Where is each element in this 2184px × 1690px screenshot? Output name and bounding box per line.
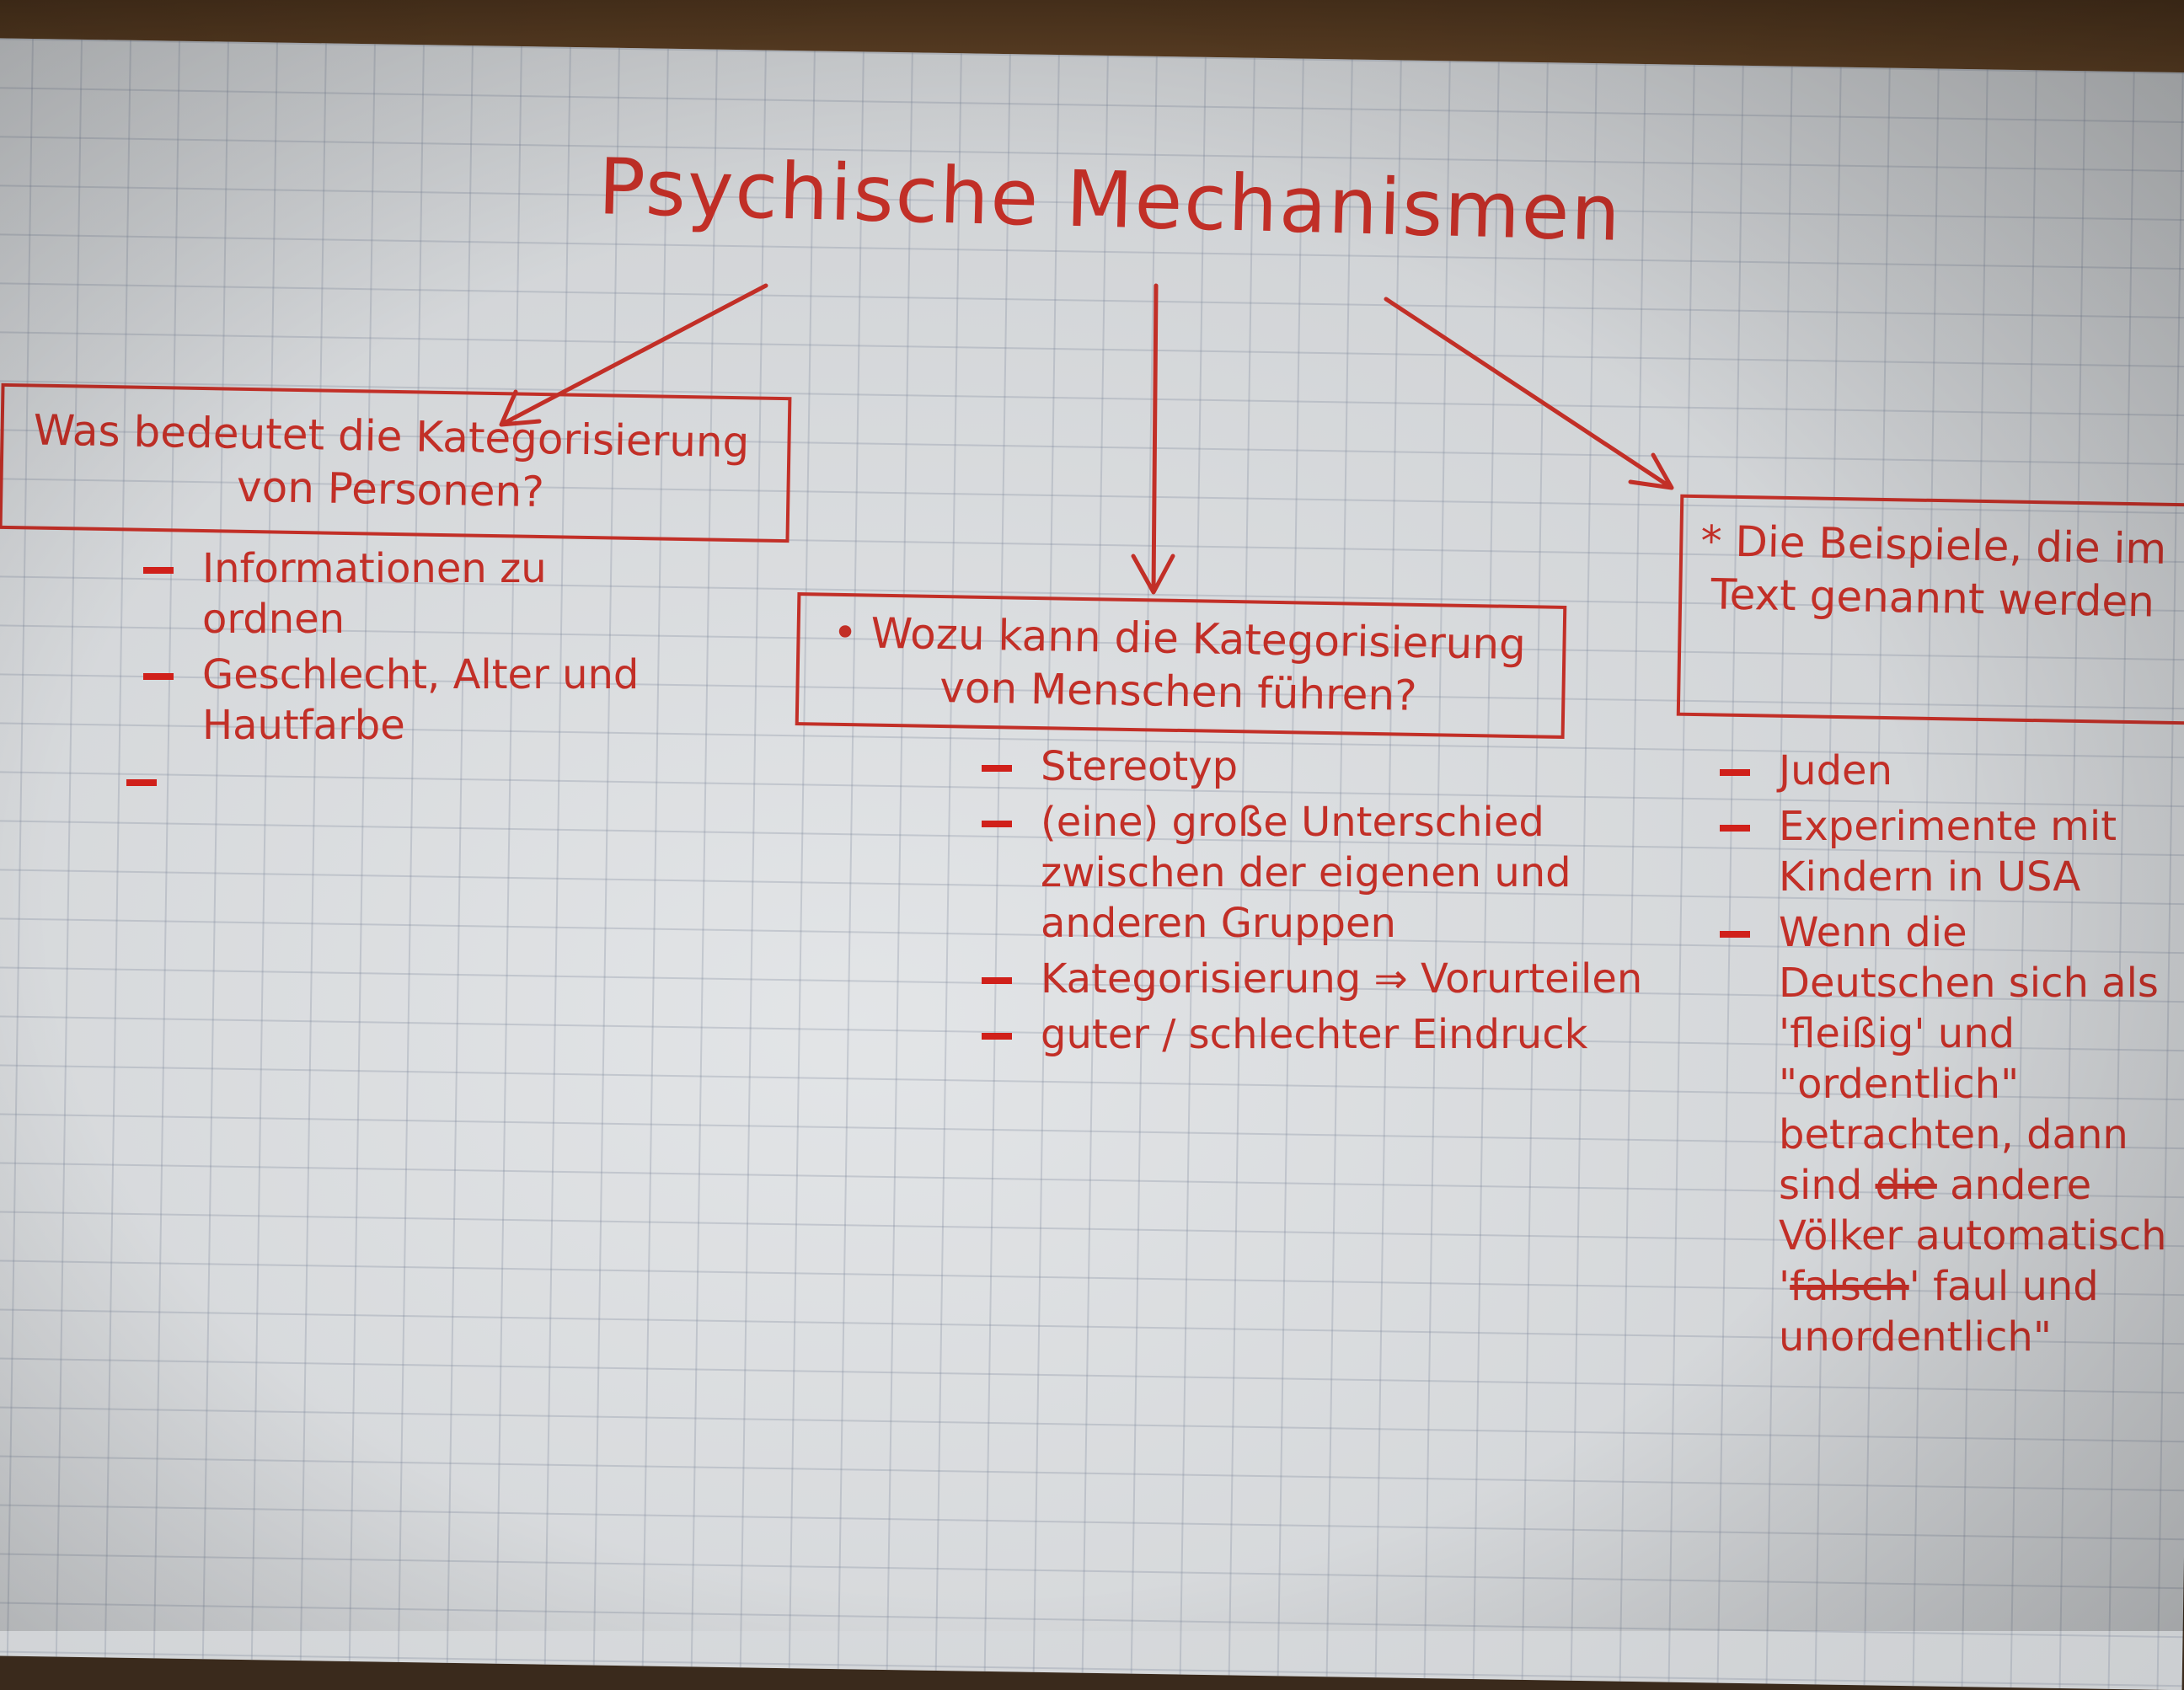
dash-icon xyxy=(143,673,174,680)
right-list: Juden Experimente mit Kindern in USA Wen… xyxy=(1720,746,2183,1367)
list-item xyxy=(126,756,691,806)
dash-icon xyxy=(126,779,157,786)
dash-icon xyxy=(982,821,1012,827)
list-item: Informationen zu ordnen xyxy=(143,543,691,644)
left-list: Informationen zu ordnen Geschlecht, Alte… xyxy=(126,543,691,811)
arrows-layer xyxy=(499,283,1674,595)
list-item: Experimente mit Kindern in USA xyxy=(1720,801,2183,902)
list-item: (eine) große Unterschied zwischen der ei… xyxy=(982,797,1647,949)
dash-icon xyxy=(982,1033,1012,1040)
arrow-left xyxy=(499,283,768,427)
list-item: Geschlecht, Alter und Hautfarbe xyxy=(143,650,691,751)
dash-icon xyxy=(982,765,1012,772)
dash-icon xyxy=(1720,931,1750,938)
center-question: • Wozu kann die Kategorisierung von Mens… xyxy=(832,607,1527,720)
list-item: guter / schlechter Eindruck xyxy=(982,1009,1647,1060)
list-item: Juden xyxy=(1720,746,2183,796)
right-question-box: * Die Beispiele, die im Text genannt wer… xyxy=(1676,494,2184,725)
dash-icon xyxy=(143,567,174,574)
struck-word: falsch xyxy=(1790,1263,1909,1310)
list-item: Kategorisierung ⇒ Vorurteilen xyxy=(982,954,1647,1004)
dash-icon xyxy=(982,977,1012,984)
dash-icon xyxy=(1720,825,1750,832)
arrow-center xyxy=(1131,283,1175,595)
struck-word: die xyxy=(1875,1162,1937,1209)
left-question: Was bedeutet die Kategorisierung von Per… xyxy=(33,405,750,516)
left-question-box: Was bedeutet die Kategorisierung von Per… xyxy=(0,382,792,543)
right-question: * Die Beispiele, die im Text genannt wer… xyxy=(1700,516,2167,627)
list-item: Stereotyp xyxy=(982,741,1647,792)
arrow-right xyxy=(1384,297,1674,490)
dash-icon xyxy=(1720,769,1750,776)
list-item: Wenn die Deutschen sich als 'fleißig' un… xyxy=(1720,907,2183,1362)
center-list: Stereotyp (eine) große Unterschied zwisc… xyxy=(982,741,1647,1065)
center-question-box: • Wozu kann die Kategorisierung von Mens… xyxy=(795,592,1567,739)
